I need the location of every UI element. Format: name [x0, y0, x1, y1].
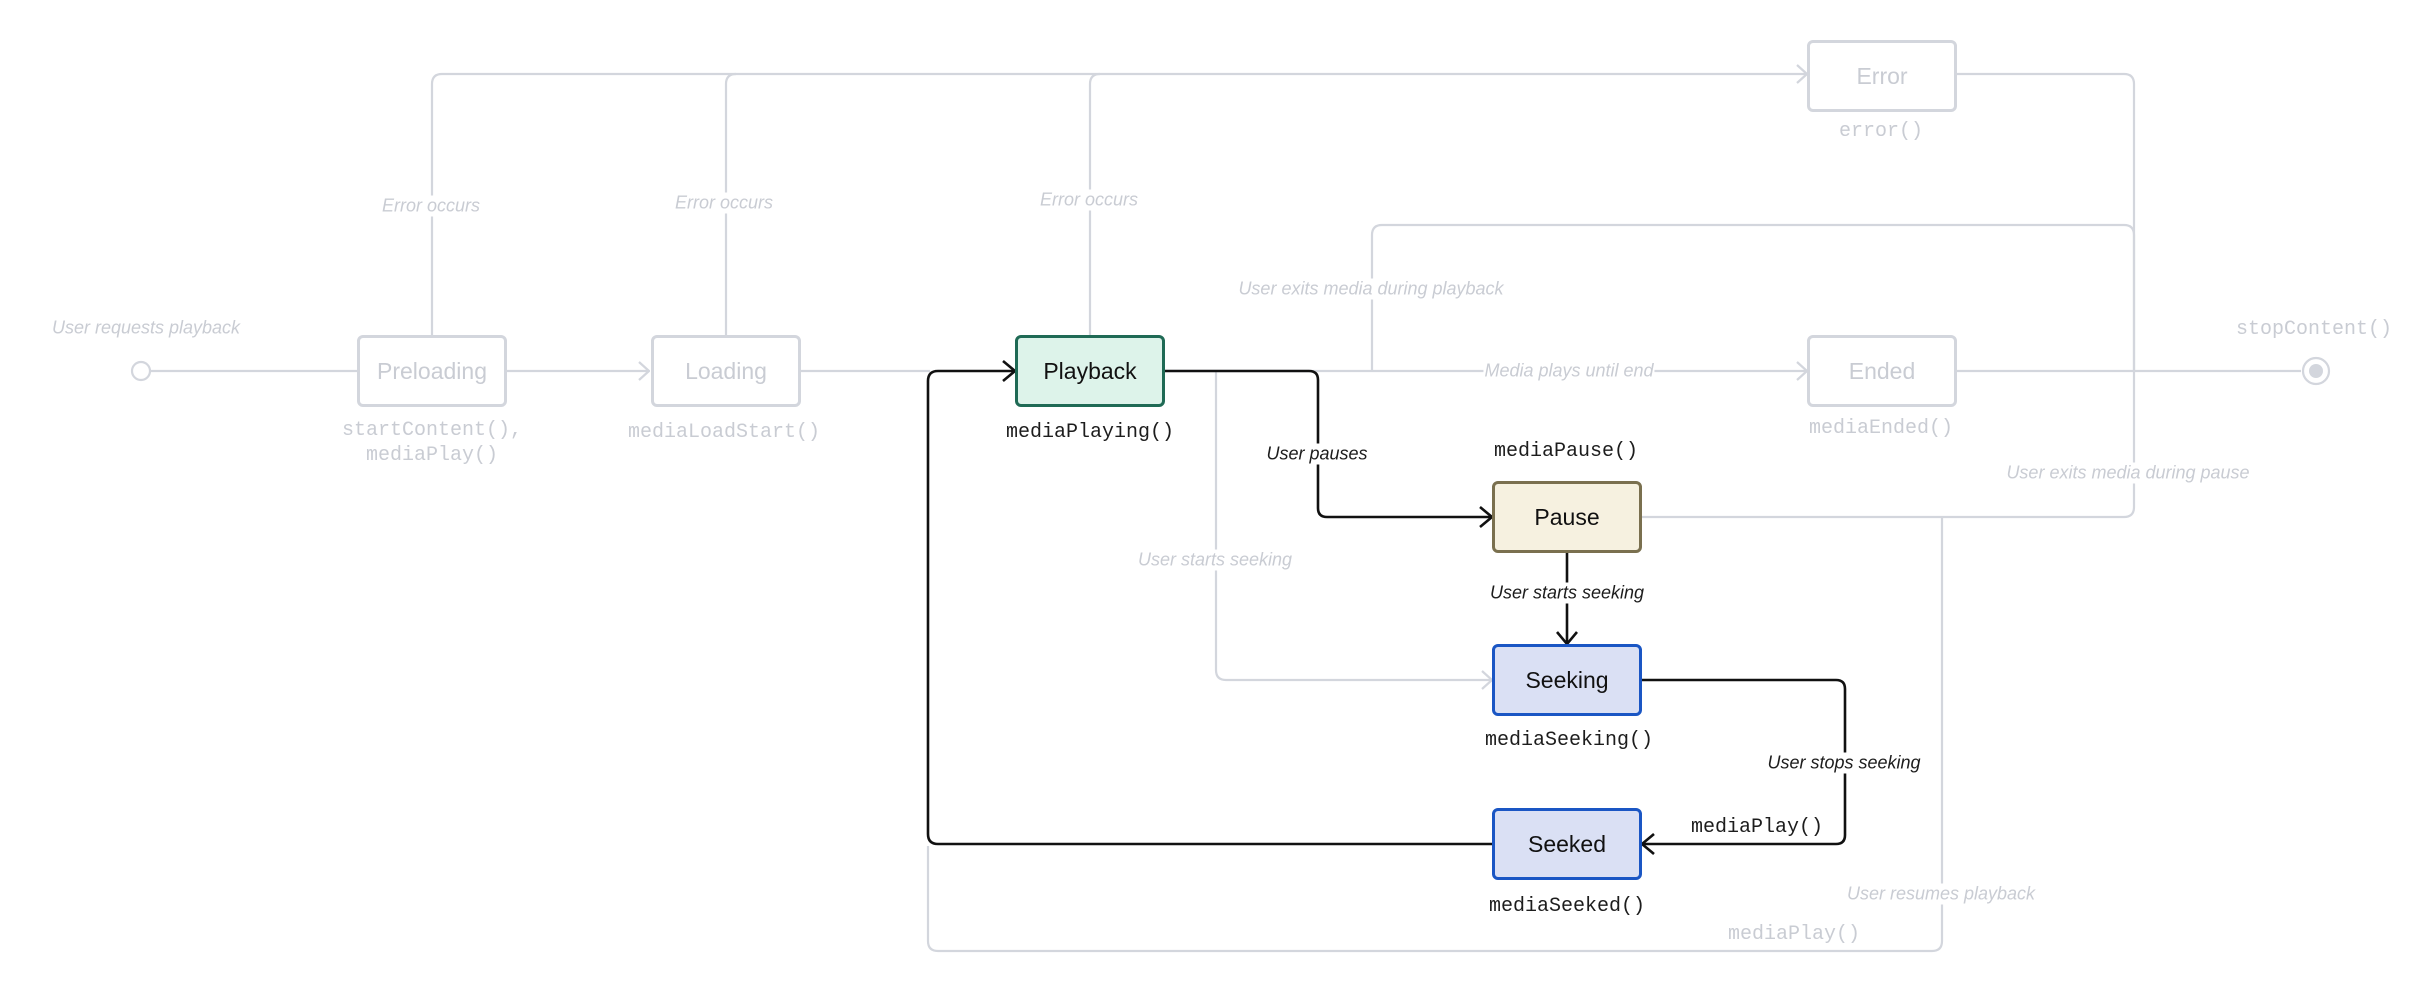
callback-media-pause: mediaPause()	[1493, 440, 1639, 463]
callback-media-play-seek: mediaPlay()	[1690, 816, 1824, 839]
edge-playback-error	[1088, 72, 1101, 335]
state-error: Error	[1807, 40, 1957, 112]
callback-error: error()	[1838, 120, 1924, 143]
label-error-occurs-playback: Error occurs	[1038, 189, 1140, 211]
callback-media-seeking: mediaSeeking()	[1484, 729, 1654, 752]
label-user-stops-seeking: User stops seeking	[1766, 752, 1922, 774]
start-node	[130, 360, 152, 382]
callback-start-content: startContent(), mediaPlay()	[341, 419, 523, 467]
callback-media-play-resume: mediaPlay()	[1727, 923, 1861, 946]
callback-media-ended: mediaEnded()	[1808, 417, 1954, 440]
label-user-requests-playback: User requests playback	[50, 317, 242, 339]
state-seeking: Seeking	[1492, 644, 1642, 716]
edge-error-to-end	[1957, 72, 2136, 371]
state-loading: Loading	[651, 335, 801, 407]
label-user-resumes-playback: User resumes playback	[1845, 883, 2037, 905]
label-error-occurs-preloading: Error occurs	[380, 195, 482, 217]
end-node-core	[2309, 364, 2323, 378]
label-user-exits-during-pause: User exits media during pause	[2005, 462, 2251, 484]
callback-media-load-start: mediaLoadStart()	[627, 421, 821, 444]
state-pause: Pause	[1492, 481, 1642, 553]
callback-stop-content: stopContent()	[2235, 318, 2393, 341]
edge-loading-error	[724, 72, 737, 335]
edge-pause-exit	[1642, 371, 2136, 519]
label-user-exits-during-playback: User exits media during playback	[1237, 278, 1505, 300]
edge-playback-to-seeking	[1214, 371, 1492, 680]
callback-media-seeked: mediaSeeked()	[1488, 895, 1646, 918]
callback-media-playing: mediaPlaying()	[1005, 421, 1175, 444]
label-user-pauses: User pauses	[1265, 443, 1369, 465]
state-playback: Playback	[1015, 335, 1165, 407]
label-media-plays-until-end: Media plays until end	[1483, 360, 1655, 382]
state-preloading: Preloading	[357, 335, 507, 407]
state-ended: Ended	[1807, 335, 1957, 407]
state-seeked: Seeked	[1492, 808, 1642, 880]
edge-preloading-error	[430, 74, 1807, 335]
label-error-occurs-loading: Error occurs	[673, 192, 775, 214]
edge-pause-resume-playback	[926, 517, 1944, 953]
label-user-starts-seeking-pause: User starts seeking	[1488, 582, 1646, 604]
label-user-starts-seeking-playback: User starts seeking	[1136, 549, 1294, 571]
edge-seeked-to-playback	[926, 371, 1492, 846]
